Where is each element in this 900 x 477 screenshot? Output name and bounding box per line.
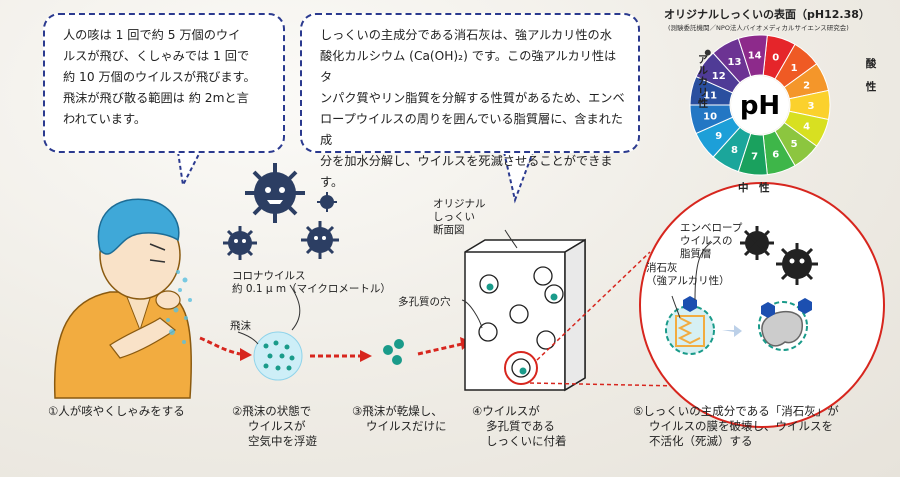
ph-segment-14 (737, 34, 768, 78)
step-1: ①人が咳やくしゃみをする (48, 404, 185, 418)
shikkui-line-3: ンパク質やリン脂質を分解する性質があるため、エンベ (320, 91, 625, 105)
breath-droplets (166, 270, 192, 344)
droplet-with-virus (253, 331, 303, 381)
cough-line-5: われています。 (63, 112, 147, 126)
slaked-lime-label: 消石灰（強アルカリ性） (646, 262, 730, 287)
cough-line-4: 飛沫が飛び散る範囲は 約 2mと言 (63, 91, 249, 105)
cross-section-label: オリジナルしっくい断面図 (433, 198, 486, 236)
ph-center (731, 76, 789, 134)
cough-line-3: 約 10 万個のウイルスが飛びます。 (63, 70, 256, 84)
ph-chart-source: (測験委託機関／NPO法人バイオメディカルサイエンス研究会) (668, 24, 849, 32)
ph-acid-label: 酸性 (865, 58, 877, 93)
shikkui-line-1: しっくいの主成分である消石灰は、強アルカリ性の水 (320, 28, 612, 42)
ph-number-3: 3 (808, 101, 815, 112)
corona-virus-icons (223, 163, 339, 260)
shikkui-line-2: 酸化カルシウム (Ca(OH)₂) です。この強アルカリ性はタ (320, 49, 617, 84)
ph-number-4: 4 (803, 122, 810, 133)
ph-number-10: 10 (703, 112, 717, 123)
step-4: ④ウイルスが多孔質であるしっくいに付着 (472, 404, 567, 448)
cough-facts-bubble: 人の咳は 1 回で約 5 万個のウイ ルスが飛び、くしゃみでは 1 回で 約 1… (43, 13, 285, 153)
magnified-view (639, 182, 885, 428)
shikkui-block (464, 238, 586, 392)
shikkui-line-4: ロープウイルスの周りを囲んでいる脂質層に、含まれた成 (320, 112, 623, 147)
ph-number-7: 7 (751, 152, 758, 163)
ph-number-5: 5 (791, 139, 798, 150)
ph-number-8: 8 (731, 145, 738, 156)
dried-virus-particles (383, 339, 404, 365)
ph-chart-title: オリジナルしっくいの表面（pH12.38） (664, 8, 870, 21)
cough-line-1: 人の咳は 1 回で約 5 万個のウイ (63, 28, 241, 42)
cough-line-2: ルスが飛び、くしゃみでは 1 回で (63, 49, 250, 63)
shikkui-facts-bubble: しっくいの主成分である消石灰は、強アルカリ性の水 酸化カルシウム (Ca(OH)… (300, 13, 640, 189)
ph-number-12: 12 (712, 71, 726, 82)
envelope-label: エンベロープウイルスの脂質層 (680, 222, 743, 260)
bubble-tail-cough (177, 151, 201, 189)
bubble-tail-shikkui (503, 151, 534, 204)
ph-pointer (704, 49, 711, 56)
coughing-person (53, 198, 193, 399)
ph-alkali-label: アルカリ性 (698, 55, 708, 110)
step-2: ②飛沫の状態でウイルスが空気中を浮遊 (232, 404, 317, 448)
ph-number-13: 13 (728, 57, 742, 68)
virus-label: コロナウイルス約 0.1 μ m（マイクロメートル） (232, 270, 391, 295)
ph-number-2: 2 (803, 80, 810, 91)
ph-number-9: 9 (715, 131, 722, 142)
virus-leader-line (289, 284, 301, 331)
ph-number-6: 6 (772, 150, 779, 161)
ph-number-14: 14 (748, 50, 762, 61)
shikkui-line-5: 分を加水分解し、ウイルスを死滅させることができます。 (320, 154, 613, 189)
ph-neutral-label: 中 性 (738, 182, 770, 194)
flow-arrows (199, 336, 463, 358)
ph-number-11: 11 (703, 90, 717, 101)
pores-label: 多孔質の穴 (398, 296, 451, 308)
step-5: ⑤しっくいの主成分である「消石灰」がウイルスの膜を破壊し、ウイルスを不活化（死滅… (633, 404, 839, 448)
droplet-label: 飛沫 (230, 320, 251, 332)
step-3: ③飛沫が乾燥し、ウイルスだけに (352, 404, 447, 433)
ph-number-1: 1 (791, 63, 798, 74)
ph-number-0: 0 (772, 52, 779, 63)
ph-center-label: pH (740, 91, 780, 121)
